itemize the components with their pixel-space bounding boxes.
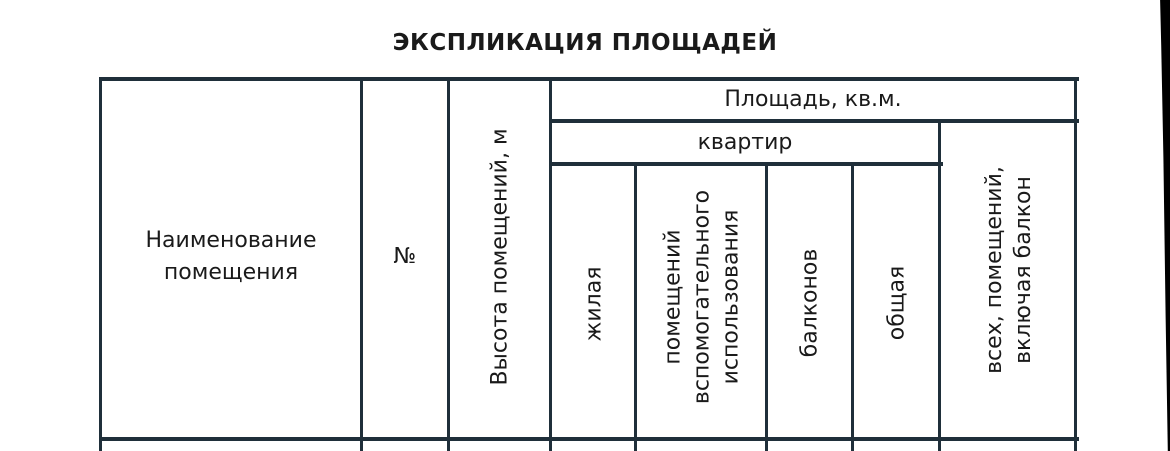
all-rooms-line-2: включая балкон [1011,176,1036,364]
document-title: ЭКСПЛИКАЦИЯ ПЛОЩАДЕЙ [392,30,778,56]
header-bottom-border [99,437,1079,441]
table-right-border [1074,77,1077,451]
auxiliary-line-2: вспомогательного [689,189,715,405]
all-rooms-header: всех, помещений, включая балкон [980,166,1038,374]
height-header: Высота помещений, м [487,128,513,386]
room-name-line-1: Наименование [145,228,317,253]
column-divider [447,77,450,451]
living-header: жилая [581,266,607,342]
table-top-border [99,77,1079,81]
column-divider [938,119,941,451]
column-divider [765,162,768,451]
area-header-divider [549,119,1079,123]
room-name-line-2: помещения [163,259,299,285]
apartments-header: квартир [697,130,793,155]
number-header: № [393,244,417,269]
table-left-border [99,77,102,451]
total-header: общая [884,265,910,341]
all-rooms-line-1: всех, помещений, [981,166,1007,374]
column-divider [549,77,552,451]
room-name-header: Наименование помещения [102,225,360,289]
auxiliary-line-3: использования [718,209,744,385]
area-group-header: Площадь, кв.м. [724,87,902,112]
balconies-header: балконов [797,248,823,358]
auxiliary-header: помещений вспомогательного использования [658,190,745,404]
column-divider [360,77,363,451]
auxiliary-line-1: помещений [660,229,686,365]
column-divider [851,162,854,451]
column-divider [634,162,637,451]
page-edge-shadow [1160,0,1170,451]
apartments-header-divider [549,162,943,166]
